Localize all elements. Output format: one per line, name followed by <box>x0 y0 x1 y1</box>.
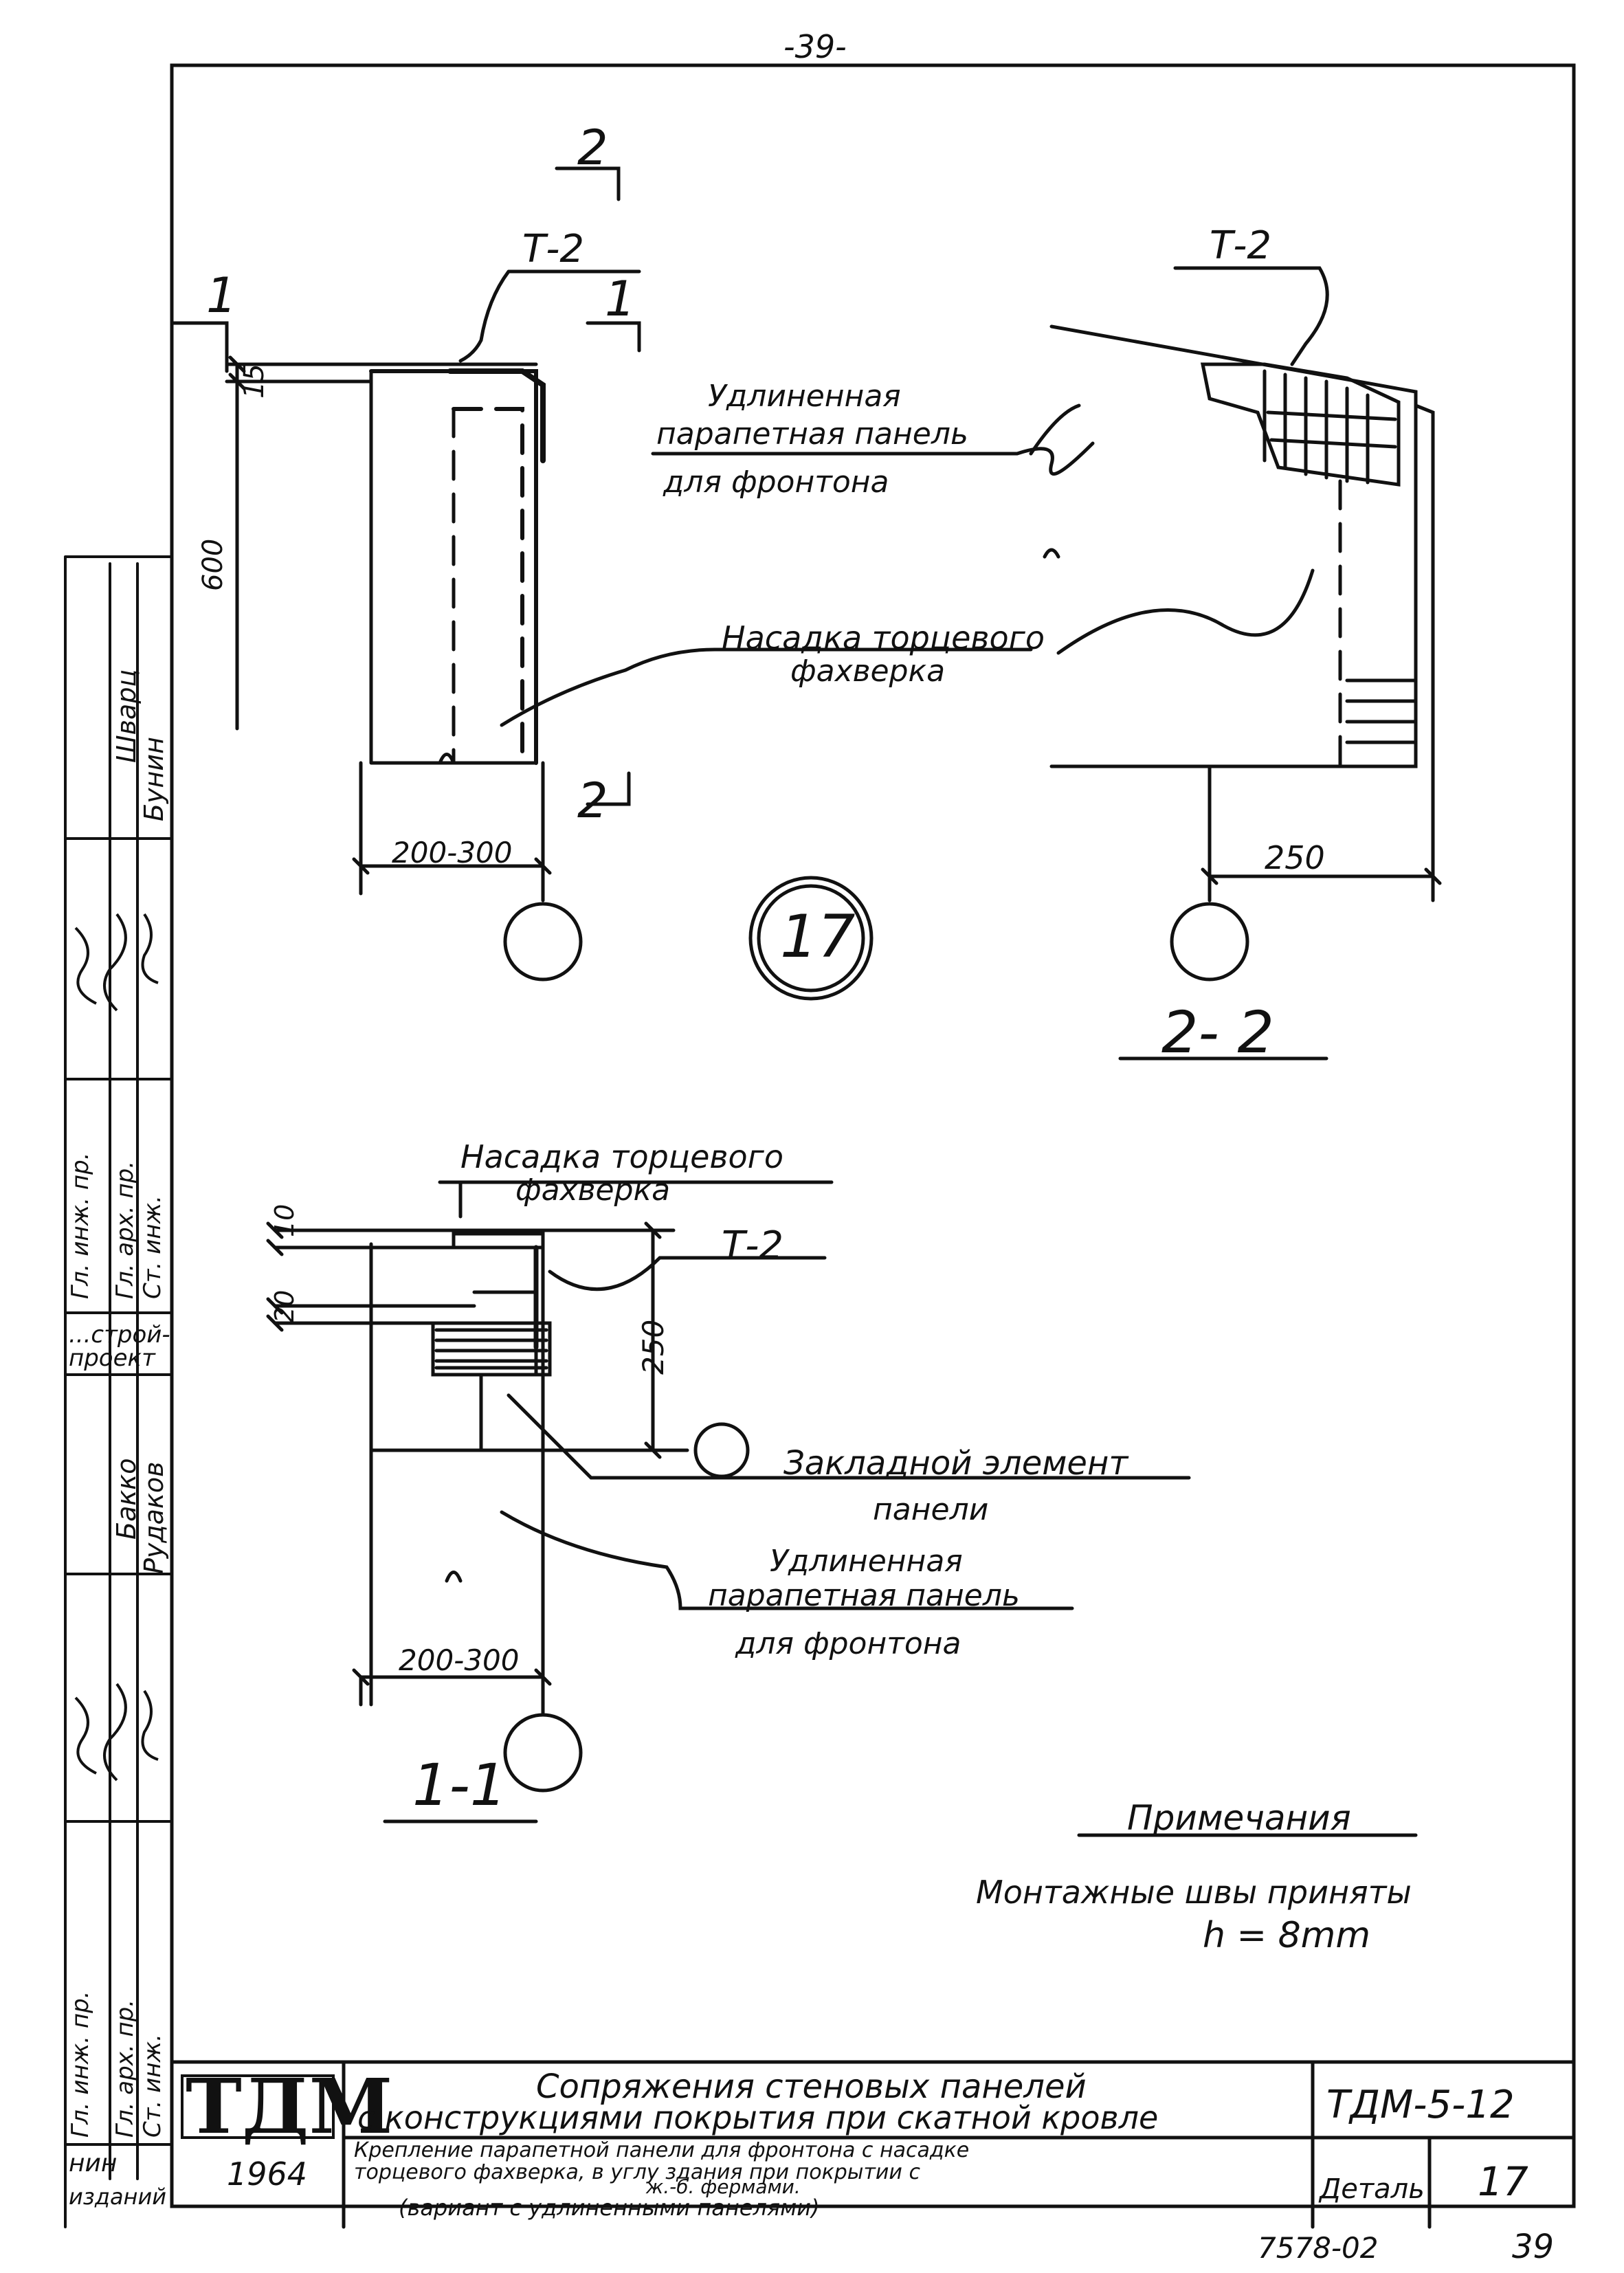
notes-heading: Примечания <box>1127 1798 1351 1838</box>
section-title-2-2: 2- 2 <box>1161 999 1274 1066</box>
stamp-name-bunin: Бунин <box>139 737 169 821</box>
page-number: -39- <box>783 28 847 65</box>
embed-label-line2: панели <box>873 1492 989 1527</box>
title-line1: Сопряжения стеновых панелей <box>536 2067 1087 2106</box>
stamp-name-shvarts: Шварц <box>111 669 142 763</box>
panel-label-line2: парапетная панель <box>656 417 968 452</box>
stamp-bottom-line2: изданий <box>69 2184 167 2210</box>
detail-circle-inner <box>757 884 865 993</box>
tdm-logo: ТДМ <box>186 2062 393 2151</box>
section-mark-2-top: 2 <box>577 120 608 176</box>
stamp-name-bakko: Бакко <box>111 1458 142 1540</box>
section-mark-2-bottom: 2 <box>577 773 608 829</box>
title-block-lines <box>170 2060 1576 2229</box>
stamp-role-3: Ст. инж. <box>139 1195 166 1299</box>
dim-600: 600 <box>197 538 229 591</box>
section-title-1-1: 1-1 <box>412 1751 507 1819</box>
left-stamp-lines <box>64 555 173 2228</box>
nozzle-label-line1: Насадка торцевого <box>722 619 1045 656</box>
subtitle-line1: Крепление парапетной панели для фронтона… <box>354 2138 970 2162</box>
subtitle-line2: торцевого фахверка, в углу здания при по… <box>354 2160 920 2184</box>
stamp-org: ...строй-проект <box>69 1321 170 1372</box>
top-left-view <box>170 166 1095 982</box>
stamp-role-1: Гл. инж. пр. <box>67 1152 94 1299</box>
detail-circle-outer <box>748 876 874 1001</box>
callout-t2-bottom: Т-2 <box>722 1223 784 1268</box>
stamp-role-5: Гл. арх. пр. <box>111 1999 139 2138</box>
stamp-signatures <box>74 913 159 1782</box>
stamp-role-2: Гл. арх. пр. <box>111 1160 139 1299</box>
dim-15: 15 <box>238 364 270 399</box>
tdm-logo-mark <box>181 2074 335 2139</box>
panel-label-line1: Удлиненная <box>708 379 901 414</box>
nozzle-label-bottom-line2: фахверка <box>515 1173 671 1208</box>
notes-line1: Монтажные швы приняты <box>976 1874 1412 1911</box>
dim-20: 20 <box>269 1289 300 1323</box>
detail-label: Деталь <box>1320 2173 1425 2205</box>
panel-label-bottom-line3: для фронтона <box>735 1626 961 1661</box>
doc-code: ТДМ-5-12 <box>1326 2083 1515 2127</box>
stamp-name-rudakov: Рудаков <box>139 1461 169 1574</box>
detail-number-circle: 17 <box>780 902 856 971</box>
callout-t2-right: Т-2 <box>1210 223 1272 268</box>
subtitle-line4: (вариант с удлиненными панелями) <box>399 2195 820 2221</box>
stamp-role-4: Гл. инж. пр. <box>67 1991 94 2138</box>
stamp-bottom-line1: нин <box>69 2149 118 2177</box>
top-right-view <box>1029 266 1442 1061</box>
panel-label-bottom-line1: Удлиненная <box>770 1544 963 1579</box>
section-mark-1-left: 1 <box>206 267 237 324</box>
archive-number: 7578-02 <box>1258 2231 1379 2265</box>
dim-200-300-bottom: 200-300 <box>399 1643 520 1677</box>
detail-number: 17 <box>1478 2158 1528 2205</box>
frame-border <box>170 63 1576 2208</box>
dim-10: 10 <box>269 1204 300 1237</box>
dim-250-bottom: 250 <box>636 1319 670 1375</box>
subtitle-line3: ж.-б. фермами. <box>646 2175 801 2198</box>
dim-200-300-top: 200-300 <box>392 836 513 869</box>
nozzle-label-line2: фахверка <box>790 654 946 689</box>
title-year: 1964 <box>227 2155 308 2193</box>
callout-t2-left: Т-2 <box>522 227 585 271</box>
title-line2: с конструкциями покрытия при скатной кро… <box>357 2099 1159 2136</box>
notes-line2: h = 8mm <box>1203 1915 1370 1956</box>
stamp-role-6: Ст. инж. <box>139 2034 166 2138</box>
nozzle-label-bottom-line1: Насадка торцевого <box>460 1138 783 1175</box>
bottom-view <box>266 1180 1418 1837</box>
section-mark-1-right: 1 <box>605 271 636 327</box>
sheet-number: 39 <box>1512 2228 1555 2266</box>
embed-label-line1: Закладной элемент <box>783 1444 1128 1483</box>
panel-label-bottom-line2: парапетная панель <box>708 1578 1020 1613</box>
panel-label-line3: для фронтона <box>663 465 889 500</box>
dim-250-top: 250 <box>1265 839 1325 876</box>
